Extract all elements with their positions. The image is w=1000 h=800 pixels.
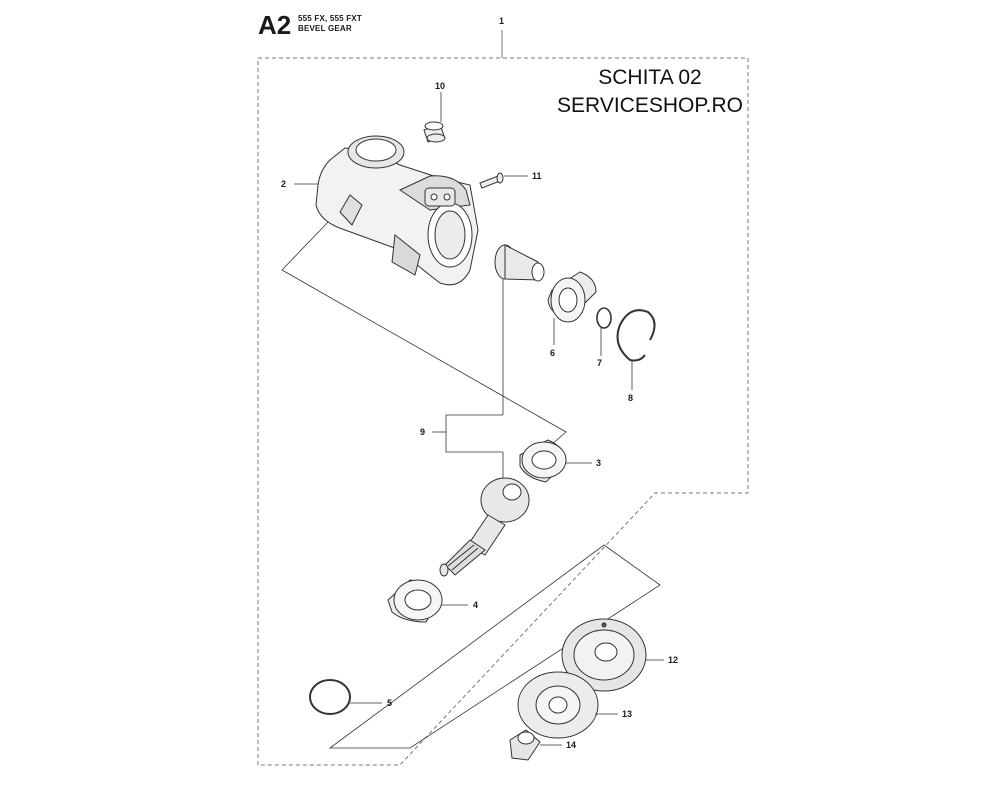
gear-housing-icon (315, 135, 479, 286)
bevel-gear-shaft-icon (439, 477, 530, 577)
ball-bearing-icon (547, 271, 597, 323)
assembly-boundary-dashed (257, 57, 749, 766)
callout-2: 2 (281, 179, 287, 189)
callout-6: 6 (550, 348, 556, 358)
disc-group-outline (328, 544, 661, 749)
support-cup-icon (561, 618, 647, 692)
filler-plug-icon (423, 121, 446, 143)
callout-14: 14 (566, 740, 577, 750)
watermark-line-2: SERVICESHOP.RO (557, 94, 743, 117)
callout-5: 5 (387, 698, 393, 708)
callout-13: 13 (622, 709, 633, 719)
ball-bearing-icon (387, 579, 443, 623)
section-code: A2 (258, 10, 292, 40)
model-list: 555 FX, 555 FXT (298, 14, 362, 23)
screw-icon (479, 172, 504, 189)
diagram-title: BEVEL GEAR (298, 24, 352, 33)
callout-4: 4 (473, 600, 479, 610)
pinion-gear-icon (494, 244, 545, 282)
callout-10: 10 (435, 81, 446, 91)
callout-11: 11 (532, 171, 542, 181)
callout-12: 12 (668, 655, 679, 665)
callout-9: 9 (420, 427, 426, 437)
callout-1: 1 (499, 16, 505, 26)
callout-8: 8 (628, 393, 634, 403)
watermark-line-1: SCHITA 02 (598, 66, 702, 89)
ball-bearing-icon (519, 439, 567, 483)
circlip-icon (596, 307, 612, 329)
callout-3: 3 (596, 458, 602, 468)
nut-icon (509, 729, 541, 761)
drive-disc-icon (517, 671, 599, 739)
snap-ring-icon (309, 679, 351, 715)
callout-9-bracket (432, 270, 504, 480)
snap-ring-icon (616, 309, 656, 362)
callout-7: 7 (597, 358, 603, 368)
